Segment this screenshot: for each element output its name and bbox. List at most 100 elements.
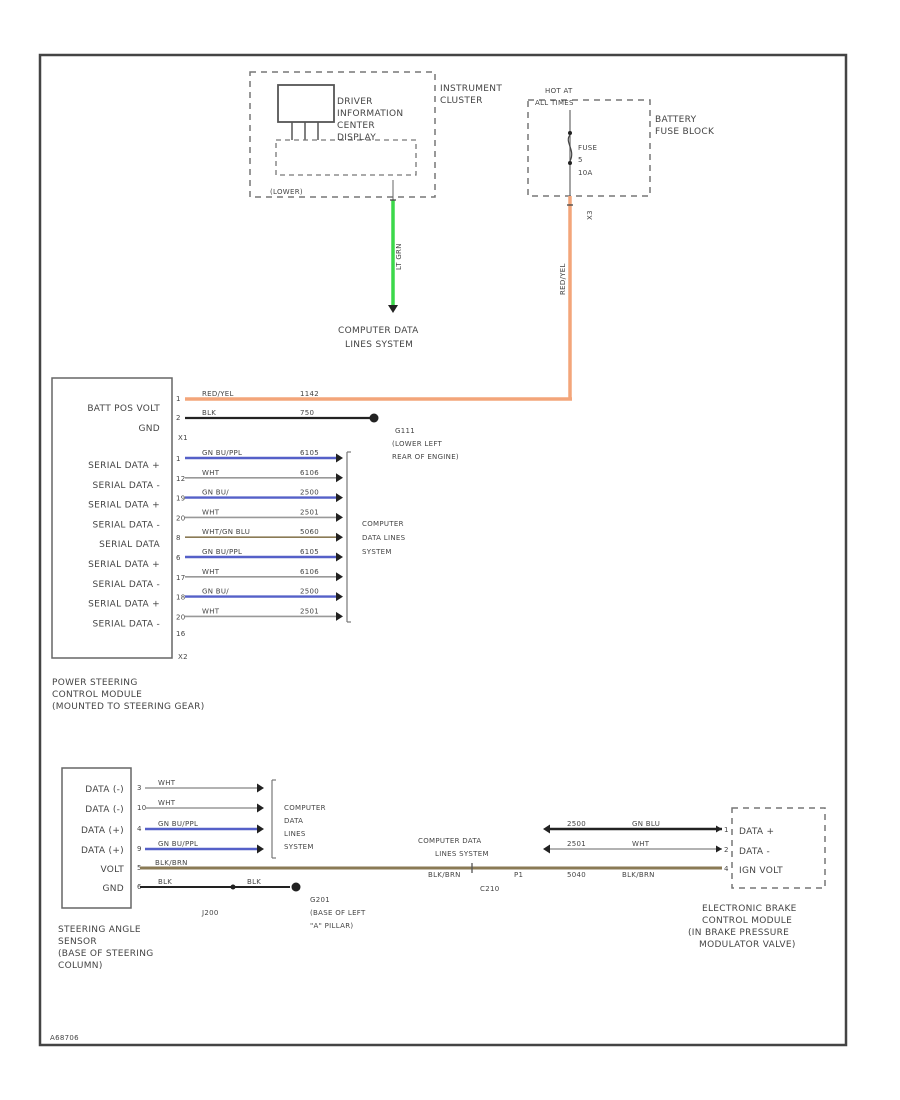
psc-connector-x1: X1 xyxy=(178,434,188,442)
circuit-number: 5040 xyxy=(567,871,586,879)
dic-display-icon xyxy=(277,84,335,123)
serial-data-label: SERIAL DATA - xyxy=(92,580,160,590)
circuit-number: 2501 xyxy=(300,508,319,516)
wire-color-label: GN BU/PPL xyxy=(158,840,198,848)
arrow-right-icon xyxy=(336,453,343,463)
arrow-right-icon xyxy=(336,552,343,562)
instrument-cluster-title-1: INSTRUMENT xyxy=(440,84,502,94)
serial-data-bracket: COMPUTER DATA LINES SYSTEM xyxy=(346,451,405,623)
c210-label: C210 xyxy=(480,885,499,893)
ebcm-title-4: MODULATOR VALVE) xyxy=(699,940,796,950)
j200-label: J200 xyxy=(201,909,219,917)
ebcm-pin-label: IGN VOLT xyxy=(739,866,783,876)
circuit-number: 6105 xyxy=(300,548,319,556)
sas-pin-number: 10 xyxy=(137,804,147,812)
psc-module: BATT POS VOLT GND 1 2 RED/YEL 1142 BLK 7… xyxy=(51,377,319,712)
ebcm-feed-wire-left: BLK/BRN xyxy=(428,871,461,879)
battery-fuse-block: HOT AT ALL TIMES BATTERY FUSE BLOCK FUSE… xyxy=(527,87,715,220)
psc-title-2: CONTROL MODULE xyxy=(52,690,142,700)
computer-data-mid-3: SYSTEM xyxy=(362,548,392,556)
ebcm-feed-pin: P1 xyxy=(514,871,523,879)
fuse-label-1: FUSE xyxy=(578,144,597,152)
computer-data-ebcm-2: LINES SYSTEM xyxy=(435,850,489,858)
fuse-label-3: 10A xyxy=(578,169,593,177)
ebcm: ELECTRONIC BRAKE CONTROL MODULE (IN BRAK… xyxy=(688,807,826,950)
serial-data-label: SERIAL DATA + xyxy=(88,600,160,610)
circuit-number: 2501 xyxy=(300,607,319,615)
circuit-number: 5060 xyxy=(300,528,319,536)
circuit-number: 1142 xyxy=(300,390,319,398)
wire-color-label: BLK/BRN xyxy=(622,871,655,879)
ebcm-pin-label: DATA + xyxy=(739,827,774,837)
psc-pin-number: 20 xyxy=(176,613,186,621)
red-yel-vertical-label: RED/YEL xyxy=(559,263,567,295)
fuse-block-title-2: FUSE BLOCK xyxy=(655,127,715,137)
circuit-number: 6105 xyxy=(300,449,319,457)
wire-color-label: GN BLU xyxy=(632,820,660,828)
sas-pin-number: 5 xyxy=(137,864,142,872)
sas-pin-label: VOLT xyxy=(100,865,124,875)
sas-pin-label: DATA (+) xyxy=(81,826,124,836)
wire-color-label: WHT/GN BLU xyxy=(202,528,250,536)
footer-code: A68706 xyxy=(50,1034,79,1042)
fuse-label-2: 5 xyxy=(578,156,583,164)
hot-at-all-times-2: ALL TIMES xyxy=(535,99,574,107)
arrow-right-icon xyxy=(336,592,343,602)
wire-color-label: WHT xyxy=(202,568,220,576)
sas-pin-label: GND xyxy=(102,884,124,894)
psc-pin-number: 6 xyxy=(176,554,181,562)
fuse-block-connector: X3 xyxy=(586,210,594,220)
dic-label-2: INFORMATION xyxy=(337,109,403,119)
ebcm-title-3: (IN BRAKE PRESSURE xyxy=(688,928,789,938)
g111-label-1: G111 xyxy=(395,427,415,435)
lt-grn-wire: LT GRN xyxy=(388,180,403,313)
arrow-right-icon xyxy=(336,473,343,483)
wire-color-label: WHT xyxy=(632,840,650,848)
lt-grn-wire-label: LT GRN xyxy=(395,243,403,270)
serial-data-label: SERIAL DATA + xyxy=(88,501,160,511)
fuse-terminal-icon xyxy=(568,161,572,165)
arrow-right-icon xyxy=(716,845,722,853)
g201-splice-wire-label: BLK xyxy=(247,878,261,886)
wire-color-label: GN BU/ xyxy=(202,489,229,497)
sas-pin-label: DATA (+) xyxy=(81,846,124,856)
g201-label-2: (BASE OF LEFT xyxy=(310,909,366,917)
psc-pin-number: 18 xyxy=(176,594,186,602)
dic-label-3: CENTER xyxy=(337,121,375,131)
psc-title-3: (MOUNTED TO STEERING GEAR) xyxy=(52,702,205,712)
circuit-number: 6106 xyxy=(300,568,319,576)
steering-angle-sensor: STEERING ANGLE SENSOR (BASE OF STEERING … xyxy=(58,767,153,971)
sas-pin-label: DATA (-) xyxy=(85,785,124,795)
psc-pin-label: BATT POS VOLT xyxy=(87,404,160,414)
sas-title-1: STEERING ANGLE xyxy=(58,925,141,935)
wire-color-label: GN BU/PPL xyxy=(202,449,242,457)
psc-connector-x2: X2 xyxy=(178,653,188,661)
serial-data-label: SERIAL DATA - xyxy=(92,481,160,491)
sas-volt-wire-label: BLK/BRN xyxy=(155,859,188,867)
ign-volt-wire: BLK/BRN BLK/BRN P1 C210 xyxy=(140,859,722,893)
ebcm-pin-number: 2 xyxy=(724,846,729,854)
arrow-right-icon xyxy=(257,844,264,854)
serial-data-label: SERIAL DATA xyxy=(99,540,160,550)
wire-color-label: BLK xyxy=(202,409,216,417)
sas-pin-label: DATA (-) xyxy=(85,805,124,815)
ebcm-pin-label: DATA - xyxy=(739,847,770,857)
arrow-right-icon xyxy=(257,824,264,834)
computer-data-low-2: DATA xyxy=(284,817,303,825)
dic-label-4: DISPLAY xyxy=(337,133,376,143)
circuit-number: 2500 xyxy=(567,820,586,828)
g201-label-3: "A" PILLAR) xyxy=(310,922,353,930)
hot-at-all-times-1: HOT AT xyxy=(545,87,573,95)
instrument-cluster-title-2: CLUSTER xyxy=(440,96,483,106)
psc-pin-number: 19 xyxy=(176,495,186,503)
psc-pin-number: 1 xyxy=(176,455,181,463)
fuse-terminal-icon xyxy=(568,131,572,135)
g111-label-2: (LOWER LEFT xyxy=(392,440,443,448)
sas-pin-number: 6 xyxy=(137,883,142,891)
computer-data-mid-1: COMPUTER xyxy=(362,520,404,528)
serial-data-label: SERIAL DATA - xyxy=(92,520,160,530)
wire-color-label: WHT xyxy=(202,607,220,615)
ebcm-title-2: CONTROL MODULE xyxy=(702,916,792,926)
sas-pin-number: 4 xyxy=(137,825,142,833)
